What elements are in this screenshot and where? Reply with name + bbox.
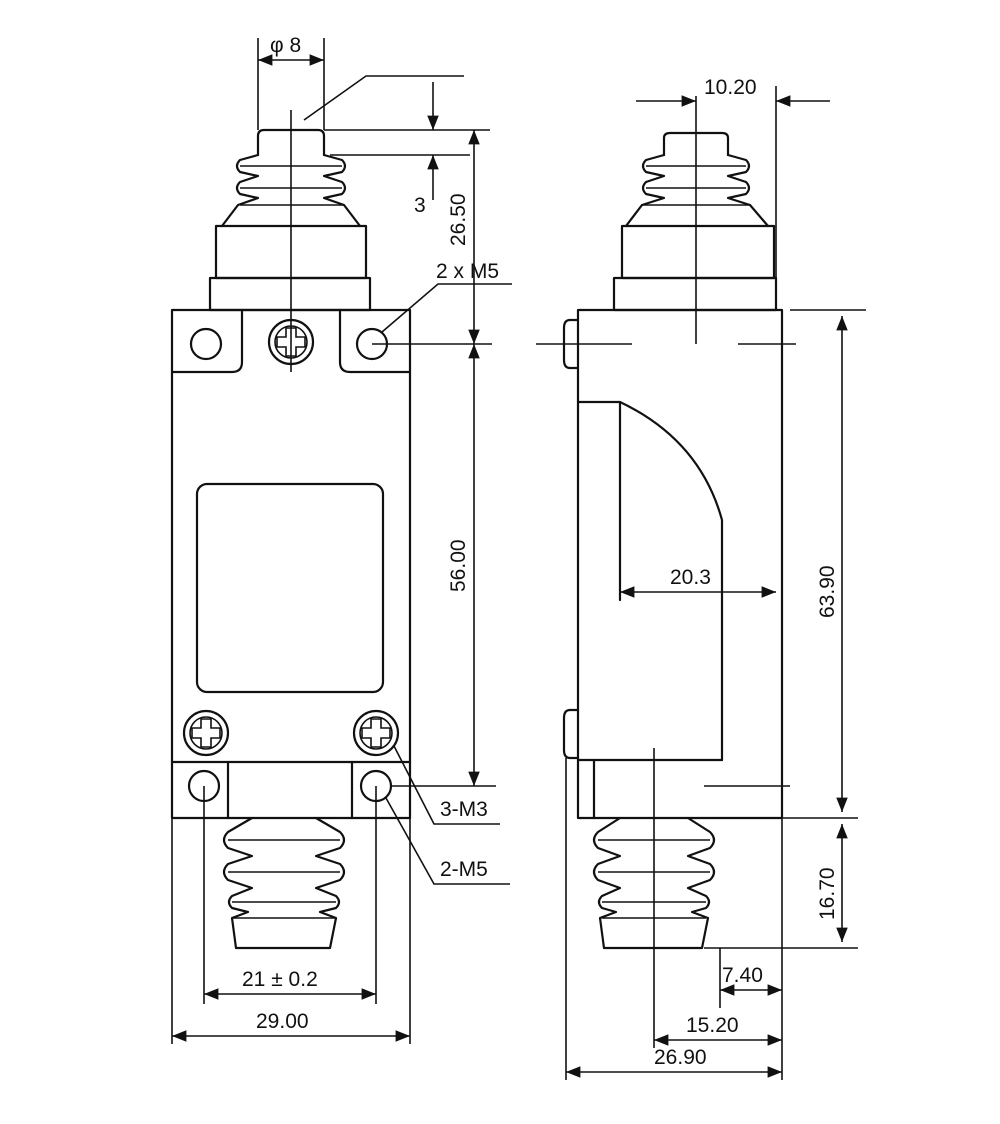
bottom-offset-label: 7.40 xyxy=(722,964,763,987)
side-body xyxy=(576,308,784,820)
width-label: 29.00 xyxy=(256,1010,309,1033)
bottom-width-label: 15.20 xyxy=(686,1014,739,1037)
height-mount-label: 56.00 xyxy=(447,539,470,592)
side-cover-curve xyxy=(576,400,724,762)
total-depth-label: 26.90 xyxy=(654,1046,707,1069)
thread-top-label: 2 x M5 xyxy=(436,260,499,283)
front-view: φ 8 3 26.50 2 x M5 56.00 3-M3 2-M5 21 ± … xyxy=(170,34,512,1044)
front-lower-right-screw-icon xyxy=(352,709,400,757)
side-actuator-cylinder xyxy=(620,224,776,280)
side-bottom-tab xyxy=(562,708,580,760)
front-label-window xyxy=(195,482,385,694)
front-top-left-hole xyxy=(189,327,223,361)
thread-mid-label: 3-M3 xyxy=(440,798,488,821)
front-top-right-tab xyxy=(338,308,412,374)
front-body xyxy=(170,308,412,820)
side-actuator-base xyxy=(612,276,778,312)
side-view: 10.20 20.3 63.90 16.70 7.40 15.20 26.90 xyxy=(536,76,866,1080)
height-top-label: 26.50 xyxy=(447,193,470,246)
front-bottom-bellows xyxy=(222,816,346,950)
hole-spacing-label: 21 ± 0.2 xyxy=(242,968,318,991)
side-top-bellows xyxy=(624,153,770,228)
front-top-left-tab xyxy=(170,308,244,374)
bottom-height-label: 16.70 xyxy=(816,867,839,920)
diameter-label: φ 8 xyxy=(270,34,301,57)
body-height-label: 63.90 xyxy=(816,565,839,618)
plunger-width-label: 10.20 xyxy=(704,76,757,99)
inner-depth-label: 20.3 xyxy=(670,566,711,589)
front-lower-left-screw-icon xyxy=(182,709,230,757)
stroke-label: 3 xyxy=(414,194,426,217)
front-actuator-base xyxy=(208,276,372,312)
thread-bottom-label: 2-M5 xyxy=(440,858,488,881)
